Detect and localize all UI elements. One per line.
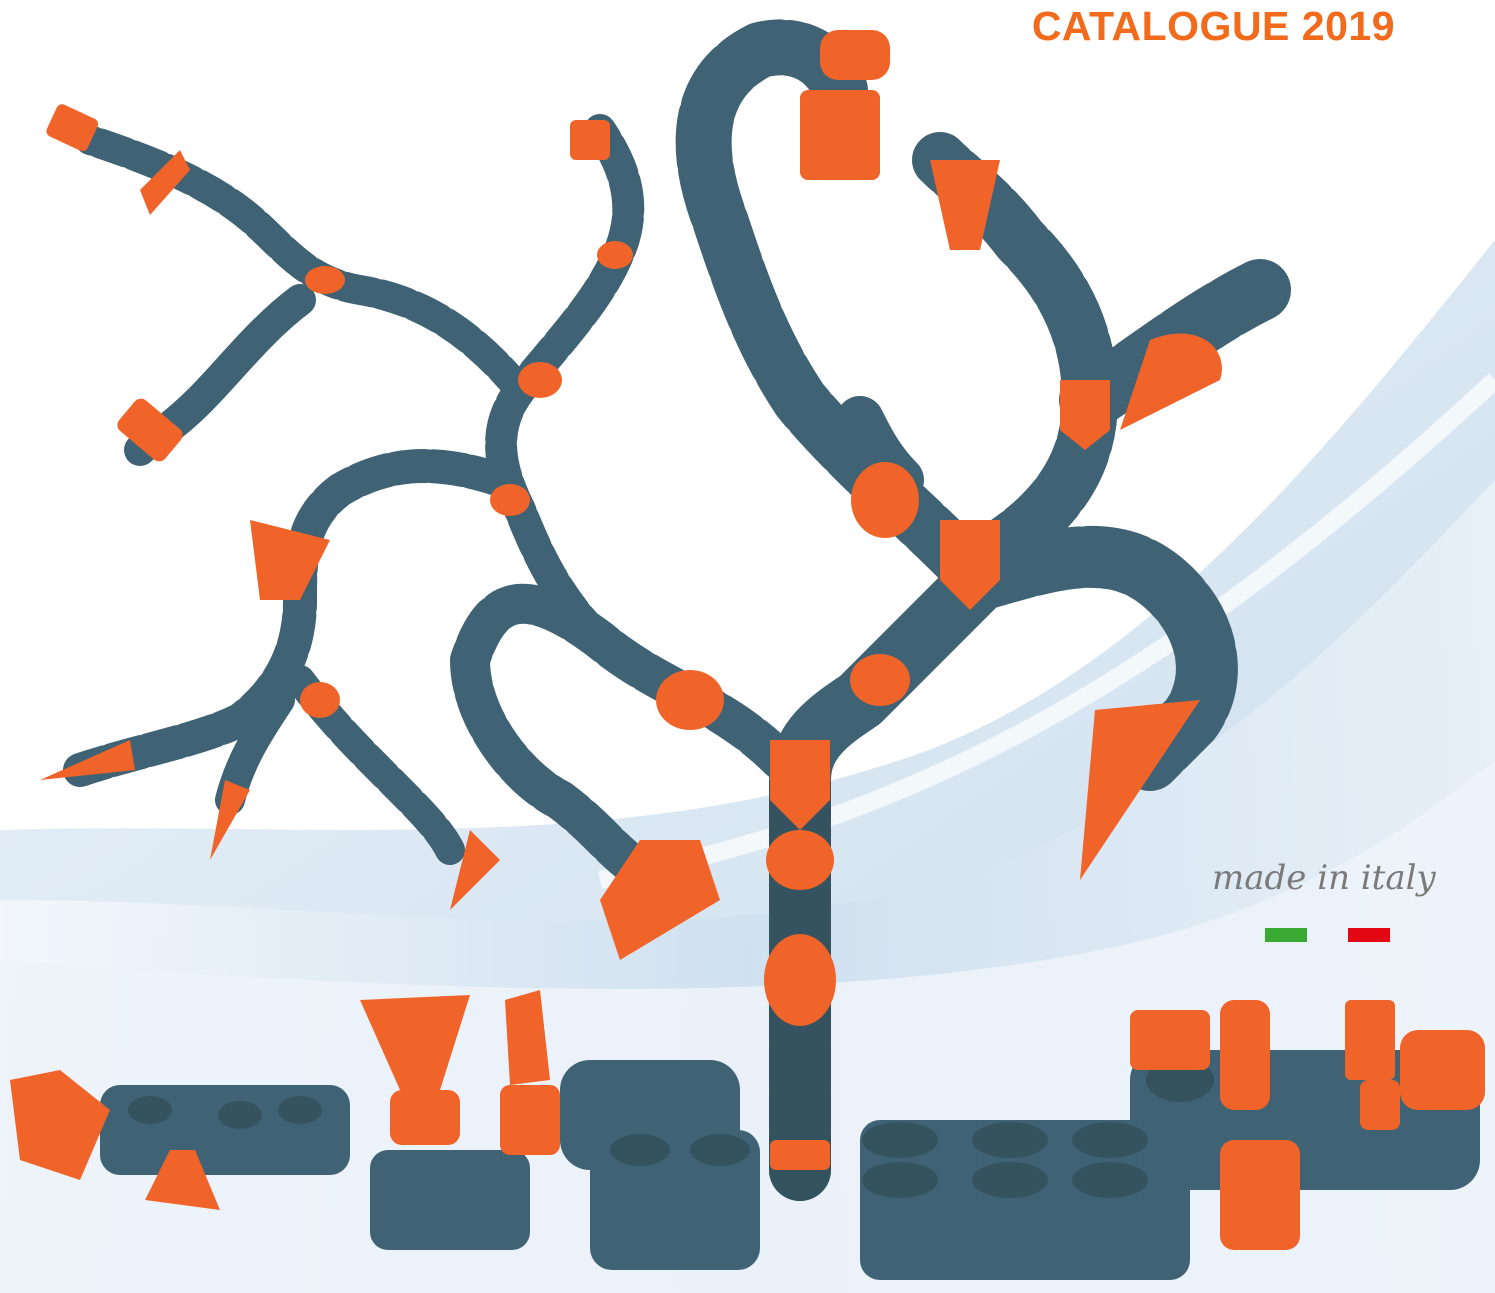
- italian-flag-icon: [1265, 928, 1307, 942]
- loose-components: [10, 990, 1485, 1280]
- made-in-italy-tagline: made in italy: [1212, 858, 1436, 898]
- orange-nozzles: [40, 30, 1222, 1170]
- italian-flag-icon: [1348, 928, 1390, 942]
- catalogue-title: CATALOGUE 2019: [1031, 3, 1395, 49]
